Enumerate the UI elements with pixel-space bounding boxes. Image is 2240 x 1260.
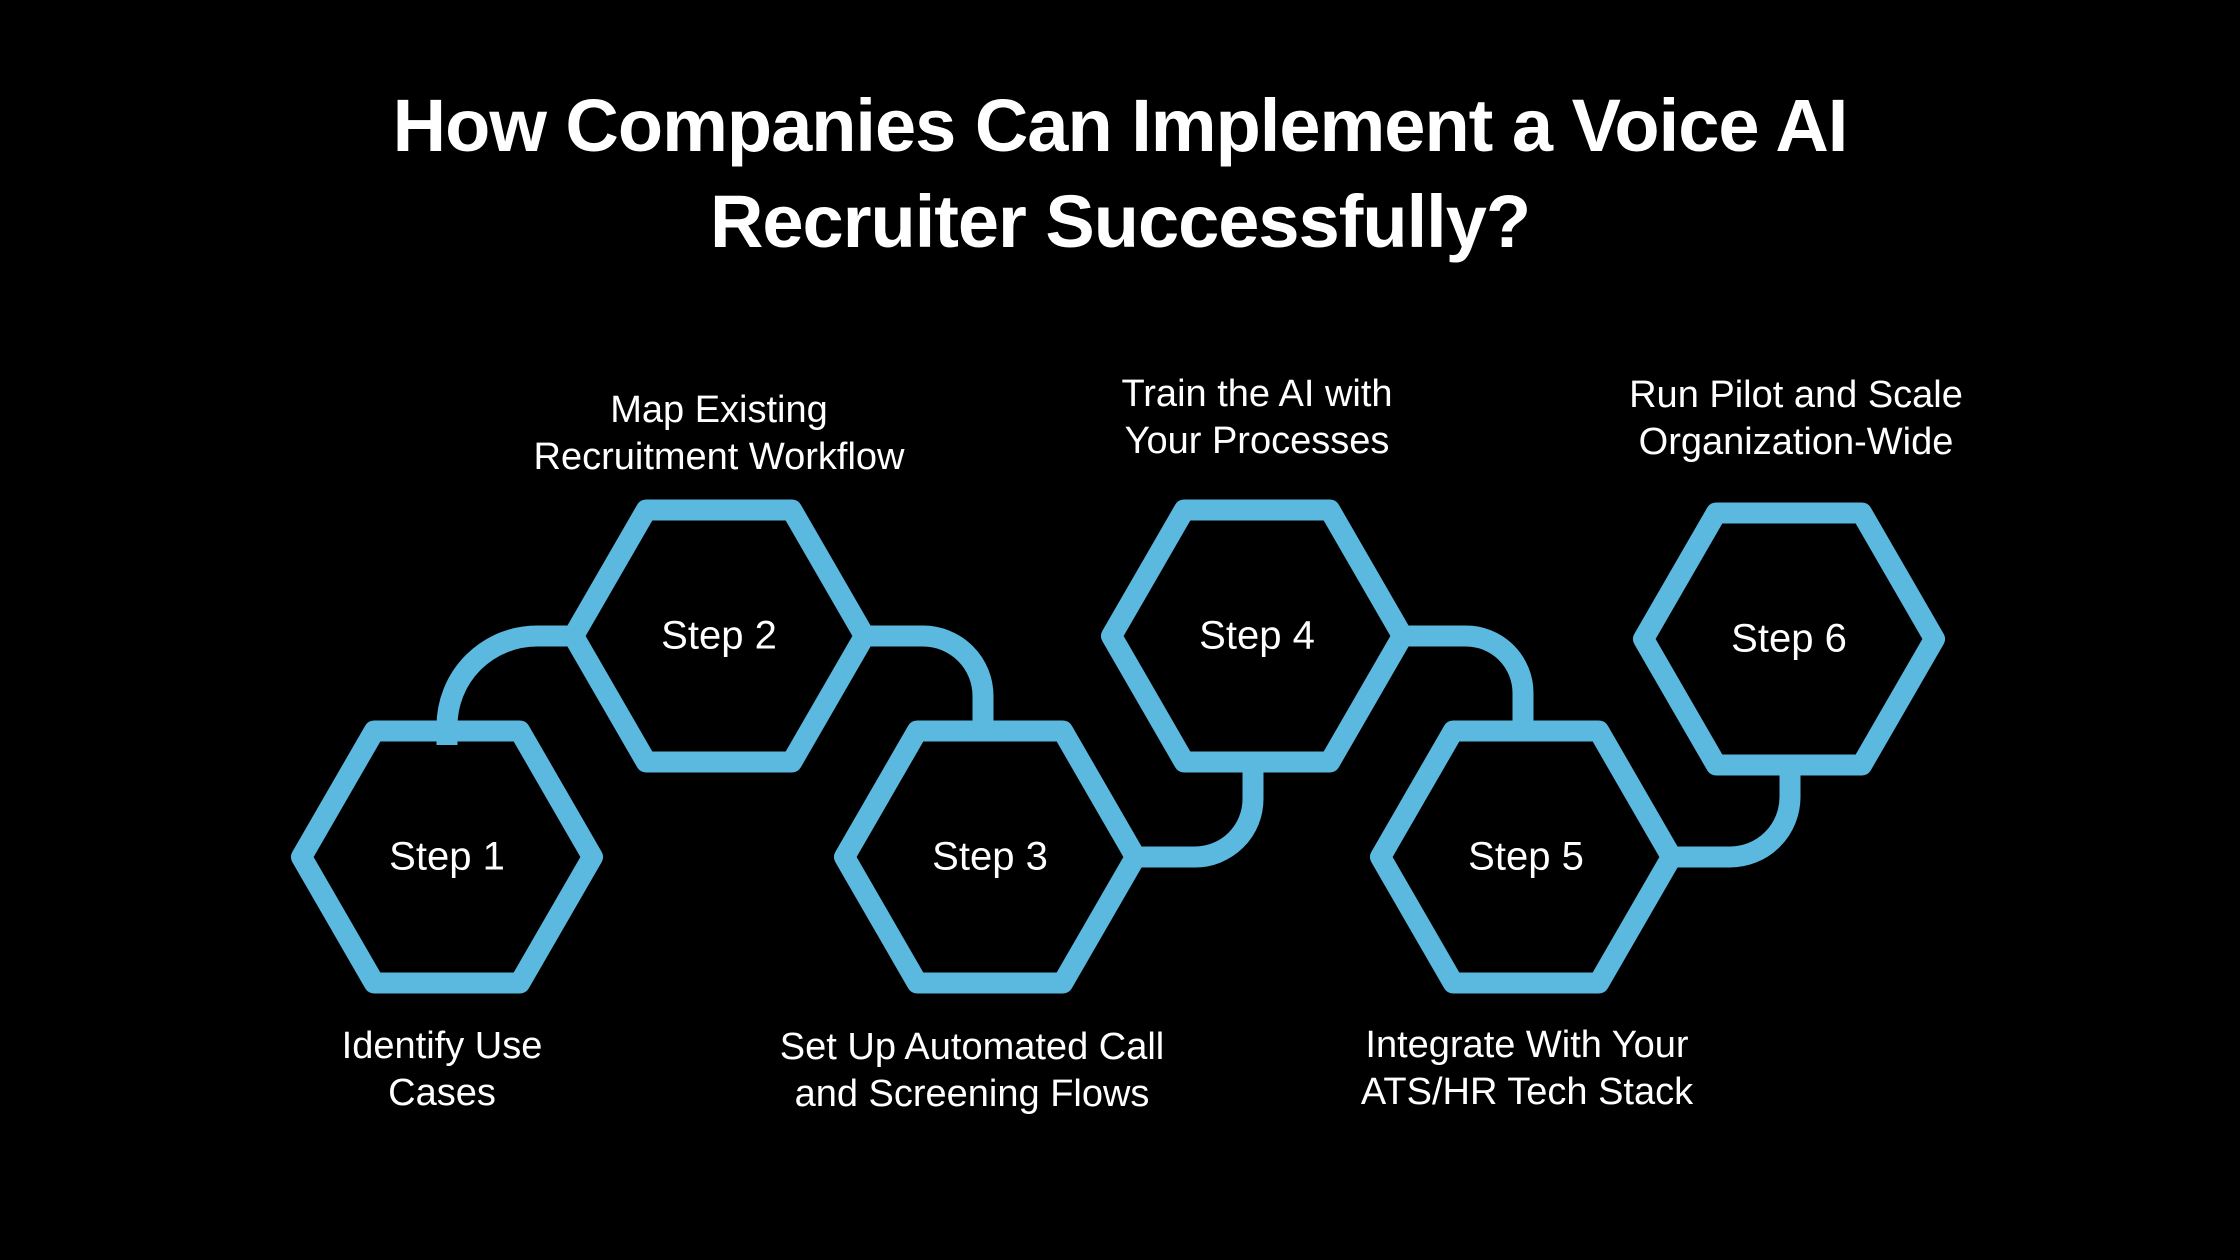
step-2-description: Map Existing Recruitment Workflow: [533, 389, 905, 478]
connector-step1-step2: [436, 625, 575, 745]
step-1-hexagon: [291, 720, 603, 994]
connector-step5-step6: [1671, 767, 1801, 868]
step-6-label: Step 6: [1731, 616, 1847, 661]
step-5-hexagon: [1370, 720, 1682, 994]
step-4-label: Step 4: [1199, 613, 1315, 658]
step-3-label: Step 3: [932, 834, 1048, 879]
step-6-description: Run Pilot and Scale Organization-Wide: [1629, 374, 1963, 463]
step-1-description: Identify Use Cases: [341, 1025, 543, 1114]
step-2-label: Step 2: [661, 613, 777, 658]
step-4-hexagon: [1101, 499, 1413, 773]
connector-step3-step4: [1135, 764, 1264, 868]
step-1-label: Step 1: [389, 834, 505, 879]
step-4-description: Train the AI with Your Processes: [1121, 373, 1393, 462]
step-5-description: Integrate With Your ATS/HR Tech Stack: [1360, 1024, 1694, 1113]
step-3-description: Set Up Automated Call and Screening Flow…: [779, 1026, 1165, 1115]
page-title: How Companies Can Implement a Voice AI R…: [392, 84, 1849, 263]
step-3-hexagon: [834, 720, 1146, 994]
connector-step2-step3: [864, 625, 994, 733]
connector-step4-step5: [1402, 625, 1534, 733]
step-2-hexagon: [563, 499, 875, 773]
step-6-hexagon: [1633, 502, 1945, 776]
step-5-label: Step 5: [1468, 834, 1584, 879]
